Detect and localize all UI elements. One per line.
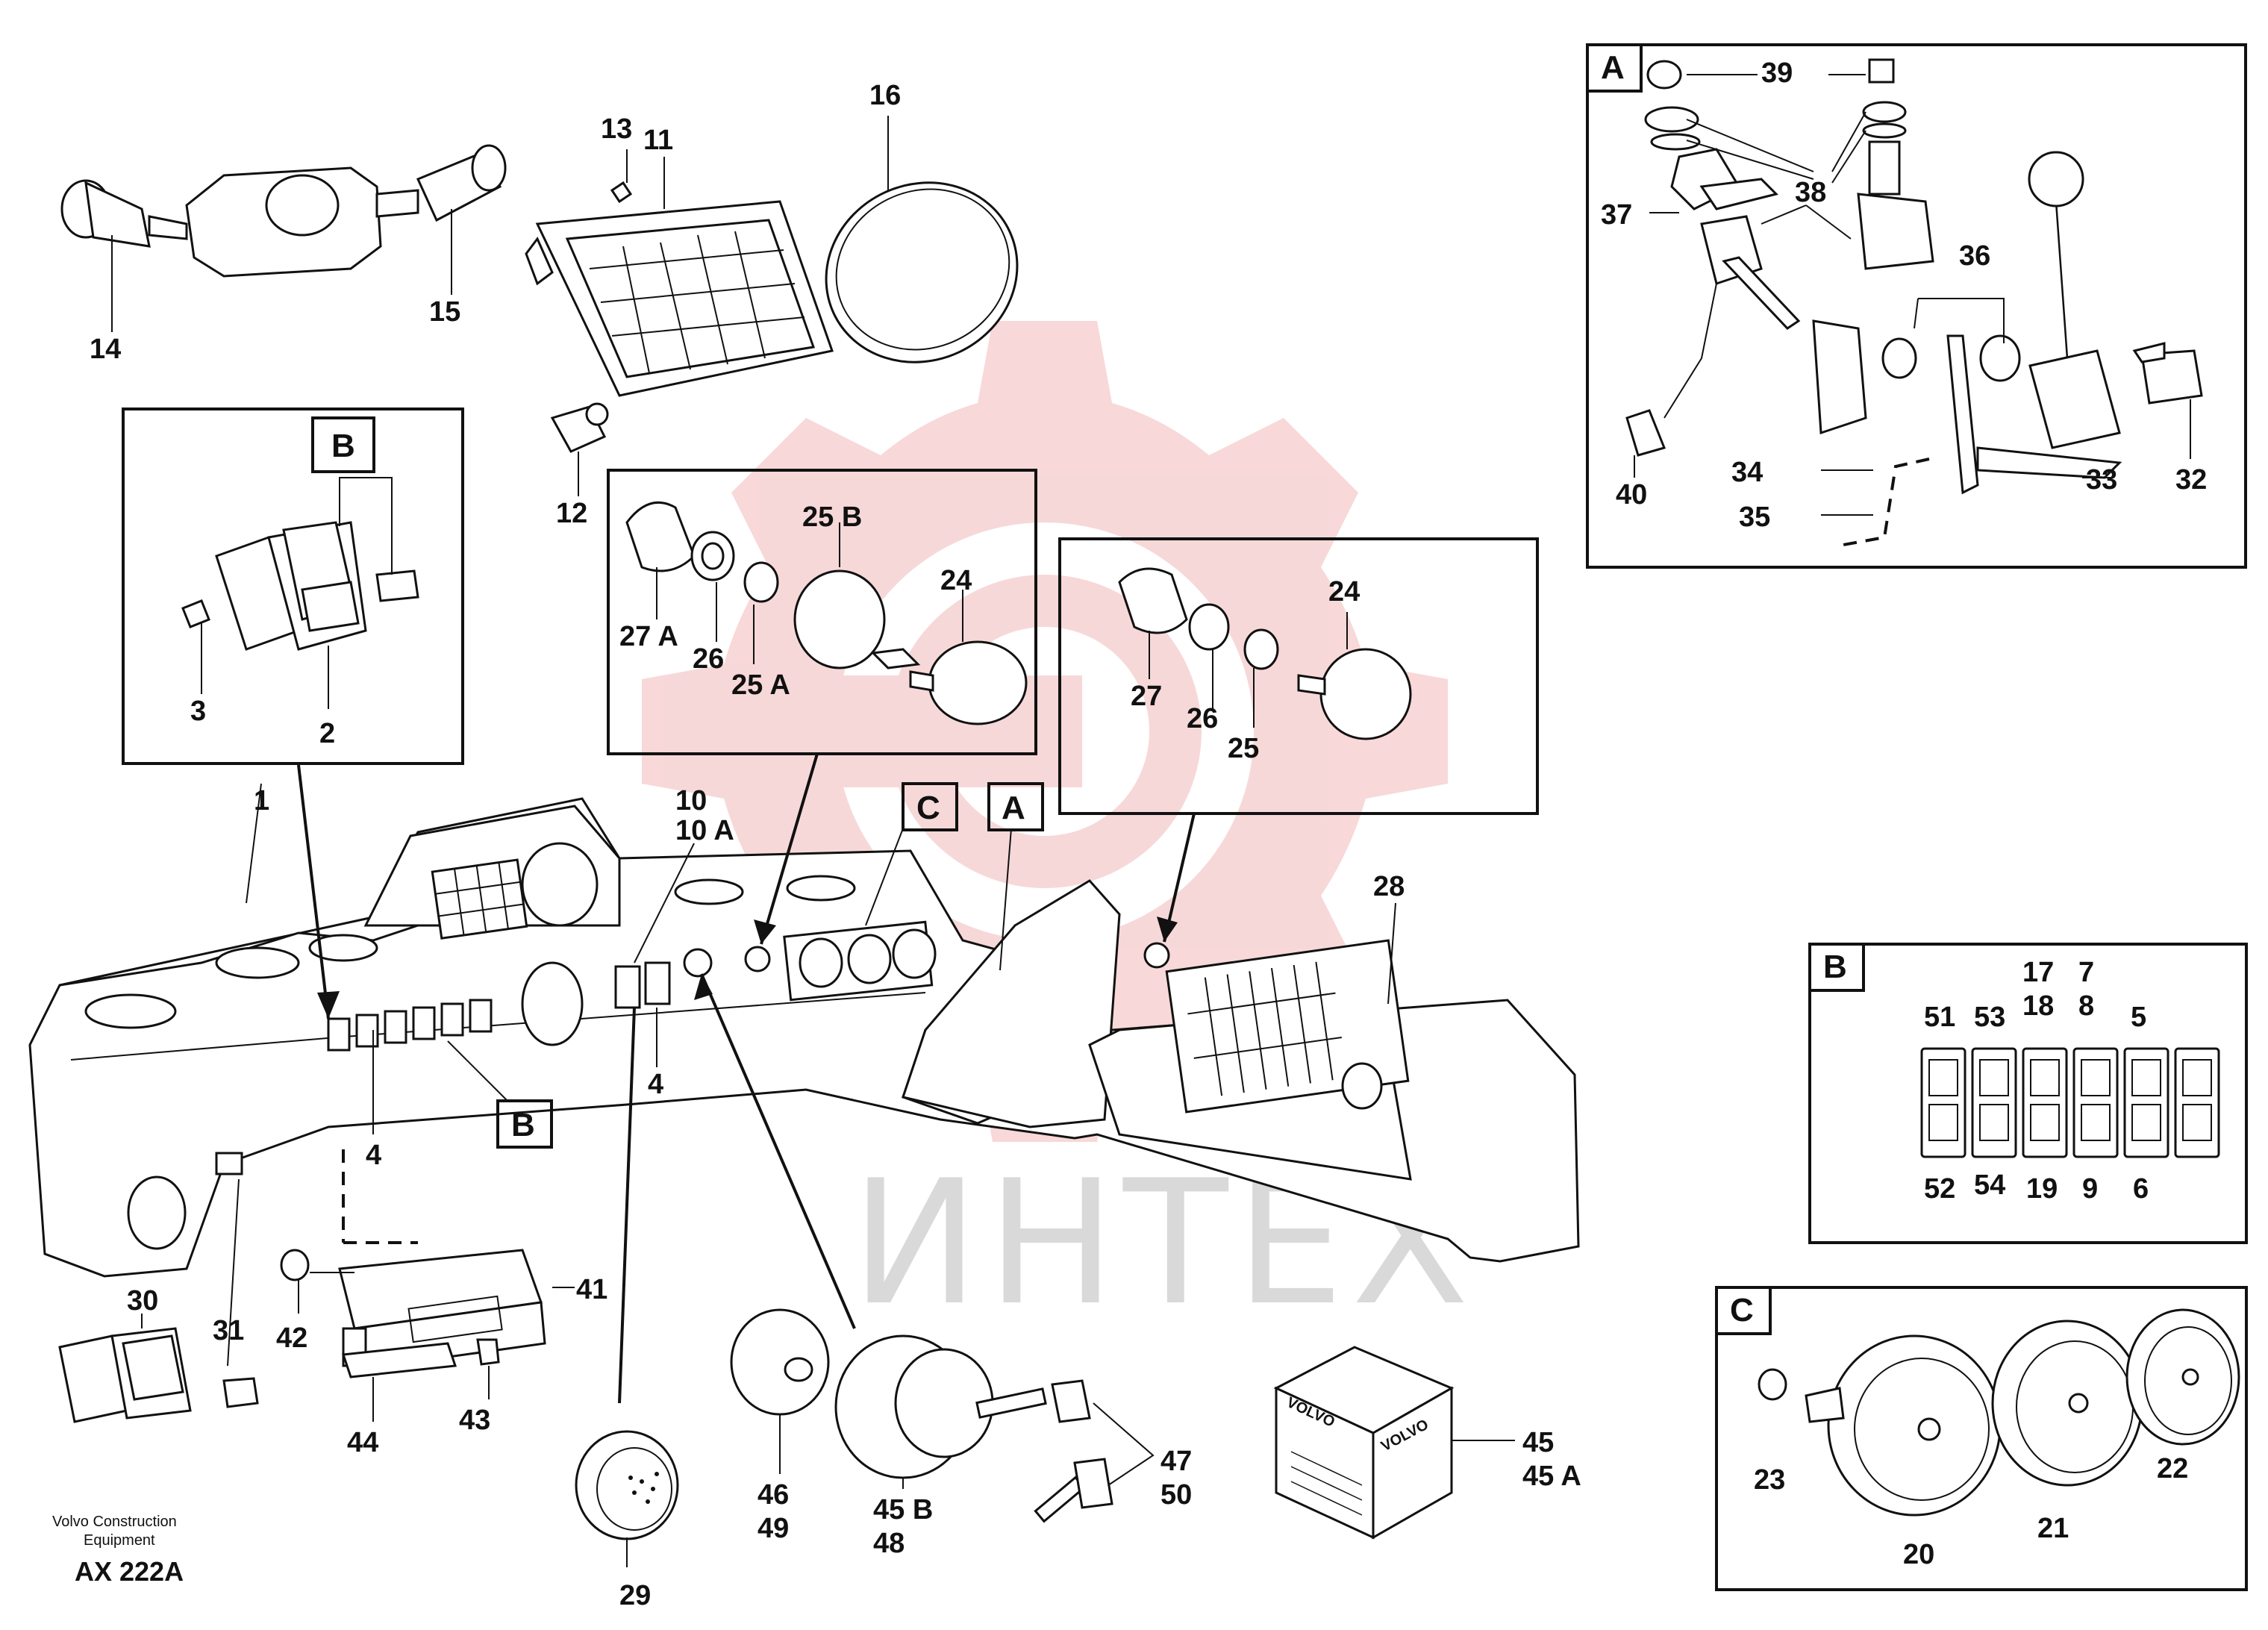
label-46: 46 [757, 1479, 789, 1511]
callout-tag-b-left: B [331, 428, 355, 464]
detail-box-c [1715, 1286, 2248, 1591]
label-15: 15 [429, 296, 460, 328]
label-36: 36 [1959, 240, 1990, 272]
label-11: 11 [643, 125, 673, 156]
label-25b: 25 B [802, 502, 862, 533]
lens-cover-part [825, 181, 1019, 363]
label-19: 19 [2026, 1173, 2058, 1205]
control-switch-assembly-part [1625, 58, 2203, 495]
detail-box-c-label: C [1730, 1292, 1754, 1328]
lever-switch-part [60, 144, 507, 278]
bulb-part [550, 181, 633, 453]
label-53: 53 [1974, 1002, 2005, 1033]
label-34: 34 [1731, 457, 1763, 488]
label-26b: 26 [1187, 703, 1218, 734]
label-31: 31 [213, 1315, 244, 1346]
callout-tag-b-lower: B [511, 1107, 535, 1143]
label-17: 17 [2022, 957, 2054, 988]
detail-box-switch [122, 408, 464, 765]
label-12: 12 [556, 498, 587, 529]
detail-box-b [1808, 943, 2248, 1244]
label-44: 44 [347, 1427, 378, 1458]
label-21: 21 [2037, 1513, 2069, 1544]
label-35: 35 [1739, 502, 1770, 533]
label-5: 5 [2131, 1002, 2146, 1033]
label-20: 20 [1903, 1539, 1934, 1570]
gauge-cluster-part [1758, 1308, 2240, 1517]
label-23: 23 [1754, 1464, 1785, 1496]
label-26a: 26 [693, 643, 724, 675]
label-27a: 27 A [619, 621, 678, 652]
kit-box-part [1273, 1346, 1455, 1540]
label-45a: 45 A [1522, 1461, 1581, 1492]
footer-company-line1: Volvo Construction [52, 1514, 177, 1530]
label-8: 8 [2078, 990, 2094, 1022]
label-27: 27 [1131, 681, 1162, 712]
label-37: 37 [1601, 199, 1632, 231]
label-40: 40 [1616, 479, 1647, 510]
label-14: 14 [90, 334, 121, 365]
detail-box-a [1586, 43, 2247, 569]
label-47: 47 [1160, 1446, 1192, 1477]
rotary-switch-part-2 [1118, 567, 1412, 740]
label-24a: 24 [940, 565, 972, 596]
label-9: 9 [2082, 1173, 2098, 1205]
detail-box-a-label: A [1601, 49, 1625, 86]
label-25a: 25 A [731, 669, 790, 701]
callout-tag-a: A [1002, 790, 1025, 826]
label-43: 43 [459, 1405, 490, 1436]
rotary-switch-part [625, 501, 1028, 725]
rocker-switch-30-part [58, 1327, 259, 1423]
label-2: 2 [319, 718, 335, 749]
label-22: 22 [2157, 1453, 2188, 1484]
label-38: 38 [1795, 177, 1826, 208]
label-45: 45 [1522, 1427, 1554, 1458]
label-30: 30 [127, 1285, 158, 1317]
label-50: 50 [1160, 1479, 1192, 1511]
label-32: 32 [2175, 464, 2207, 496]
label-25: 25 [1228, 733, 1259, 764]
label-1: 1 [254, 785, 269, 816]
label-4a: 4 [366, 1140, 381, 1171]
label-52: 52 [1924, 1173, 1955, 1205]
callout-tag-c: C [916, 790, 940, 826]
climate-control-panel-part [280, 1249, 546, 1378]
label-51: 51 [1924, 1002, 1955, 1033]
label-49: 49 [757, 1513, 789, 1544]
buzzer-part [575, 1430, 679, 1540]
detail-box-b-label: B [1823, 949, 1847, 985]
footer-drawing-code: AX 222A [75, 1556, 184, 1587]
label-48: 48 [873, 1528, 905, 1559]
label-41: 41 [576, 1274, 607, 1305]
label-16: 16 [869, 80, 901, 111]
label-28: 28 [1373, 871, 1405, 902]
label-13: 13 [601, 113, 632, 145]
rocker-switch-part [181, 477, 419, 651]
footer-company-line2: Equipment [84, 1532, 155, 1549]
ignition-switch-part [730, 1308, 1113, 1523]
label-10a: 10 A [675, 815, 734, 846]
part-labels: 1 2 3 4 4 5 6 7 8 9 10 10 A 11 12 13 14 … [90, 57, 2207, 1611]
label-42: 42 [276, 1323, 307, 1354]
label-39: 39 [1761, 57, 1793, 89]
label-29: 29 [619, 1580, 651, 1611]
label-7: 7 [2078, 957, 2094, 988]
indicator-panel-part [525, 200, 834, 397]
dashboard-part [28, 797, 1580, 1278]
label-18: 18 [2022, 990, 2054, 1022]
detail-box-rotary-switch-2 [1058, 537, 1539, 815]
label-3: 3 [190, 696, 206, 727]
label-33: 33 [2086, 464, 2117, 496]
label-24b: 24 [1328, 576, 1360, 608]
label-45b: 45 B [873, 1494, 933, 1526]
label-4b: 4 [648, 1069, 663, 1100]
label-6: 6 [2133, 1173, 2149, 1205]
label-54: 54 [1974, 1170, 2005, 1201]
detail-box-rotary-switch [607, 469, 1037, 755]
rocker-switch-row-part [1920, 1047, 2220, 1158]
label-10: 10 [675, 785, 707, 816]
